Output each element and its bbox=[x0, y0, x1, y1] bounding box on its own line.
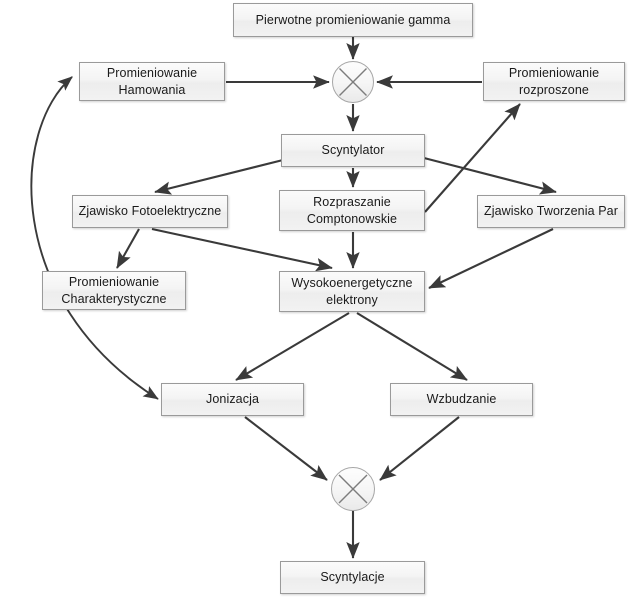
node-rozpraszanie-comptonowskie[interactable]: Rozpraszanie Comptonowskie bbox=[279, 190, 425, 231]
edge-scyntylator-to-fotoelektryczne bbox=[154, 158, 284, 195]
node-wzbudzanie[interactable]: Wzbudzanie bbox=[390, 383, 533, 416]
node-promieniowanie-rozproszone[interactable]: Promieniowanie rozproszone bbox=[483, 62, 625, 101]
node-promieniowanie-charakterystyczne[interactable]: Promieniowanie Charakterystyczne bbox=[42, 271, 186, 310]
node-scyntylator[interactable]: Scyntylator bbox=[281, 134, 425, 167]
edge-fotoelektryczne-to-elektrony bbox=[151, 227, 333, 272]
edge-elektrony-to-wzbudzanie bbox=[356, 312, 468, 381]
node-scyntylacje[interactable]: Scyntylacje bbox=[280, 561, 425, 594]
node-zjawisko-tworzenia-par[interactable]: Zjawisko Tworzenia Par bbox=[477, 195, 625, 228]
junction-top-cross-icon[interactable] bbox=[332, 61, 374, 103]
node-jonizacja[interactable]: Jonizacja bbox=[161, 383, 304, 416]
node-wysokoenergetyczne-elektrony[interactable]: Wysokoenergetyczne elektrony bbox=[279, 271, 425, 312]
node-promieniowanie-hamowania[interactable]: Promieniowanie Hamowania bbox=[79, 62, 225, 101]
edge-jonizacja-to-junction-bottom bbox=[244, 416, 328, 481]
node-pierwotne-promieniowanie-gamma[interactable]: Pierwotne promieniowanie gamma bbox=[233, 3, 473, 37]
node-zjawisko-fotoelektryczne[interactable]: Zjawisko Fotoelektryczne bbox=[72, 195, 228, 228]
edge-elektrony-to-jonizacja bbox=[235, 312, 350, 381]
edge-tworzenie-par-to-elektrony bbox=[428, 228, 554, 289]
edge-scyntylator-to-tworzenie-par bbox=[423, 156, 557, 195]
edge-fotoelektryczne-to-charakt bbox=[116, 228, 140, 269]
edge-compton-to-rozproszone bbox=[424, 103, 521, 213]
junction-bottom-cross-icon[interactable] bbox=[331, 467, 375, 511]
edge-jonizacja-hamowania-feedback bbox=[30, 76, 159, 400]
edge-wzbudzanie-to-junction-bottom bbox=[379, 416, 460, 481]
